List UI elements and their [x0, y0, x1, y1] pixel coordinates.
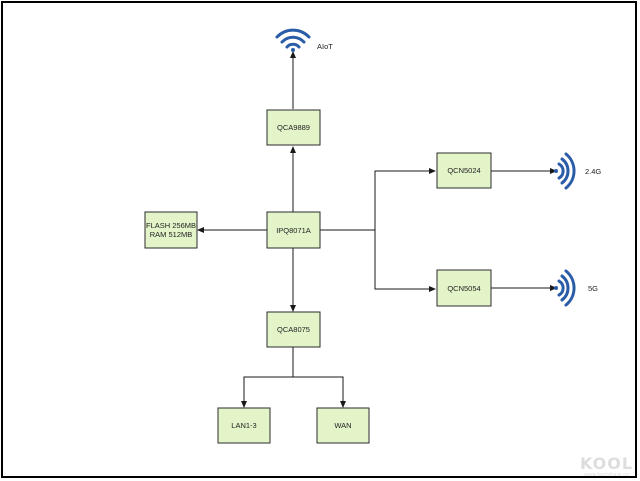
arrowhead-qca9889: [290, 146, 296, 153]
arrowhead-aiot: [290, 51, 296, 58]
wifi-icon: [554, 152, 576, 190]
edge-split-to-qcn5024: [374, 170, 430, 230]
watermark-text: KOOL: [580, 454, 633, 473]
watermark-subtext: www.koolshare.cn: [584, 472, 629, 478]
watermark: KOOL www.koolshare.cn: [580, 454, 633, 478]
node-wan-label: WAN: [334, 421, 351, 430]
wifi-label-aiot: AIoT: [317, 42, 333, 51]
arrowhead-5g: [550, 285, 557, 291]
node-flash-label: FLASH 256MB: [146, 221, 196, 230]
arrowhead-flash: [197, 227, 204, 233]
node-qca8075: QCA8075: [266, 311, 321, 348]
node-lan-label: LAN1-3: [231, 421, 256, 430]
node-ram-label: RAM 512MB: [150, 230, 193, 239]
node-ipq8071a-label: IPQ8071A: [276, 226, 311, 235]
edge-split-to-lan: [243, 376, 344, 402]
node-qca8075-label: QCA8075: [277, 325, 310, 334]
wifi-label-24g: 2.4G: [585, 167, 601, 176]
node-ipq8071a: IPQ8071A: [266, 211, 321, 249]
node-qcn5024: QCN5024: [436, 152, 492, 189]
node-wan: WAN: [316, 407, 370, 444]
edge-split-to-qcn5054: [374, 230, 430, 290]
node-qca9889-label: QCA9889: [277, 123, 310, 132]
arrowhead-qca8075: [290, 305, 296, 312]
wifi-icon: [554, 269, 576, 307]
node-flash-ram: FLASH 256MB RAM 512MB: [144, 211, 198, 249]
wifi-icon: [275, 28, 311, 52]
arrowhead-qcn5054: [429, 286, 436, 292]
node-qcn5054: QCN5054: [436, 269, 492, 307]
wifi-label-5g: 5G: [588, 284, 598, 293]
node-lan: LAN1-3: [217, 407, 271, 444]
arrowhead-qcn5024: [429, 168, 436, 174]
node-qcn5024-label: QCN5024: [447, 166, 480, 175]
edges: [197, 51, 557, 408]
node-qca9889: QCA9889: [266, 109, 321, 146]
arrowhead-wan: [340, 401, 346, 408]
arrowhead-24g: [550, 168, 557, 174]
node-qcn5054-label: QCN5054: [447, 284, 480, 293]
arrowhead-lan: [241, 401, 247, 408]
